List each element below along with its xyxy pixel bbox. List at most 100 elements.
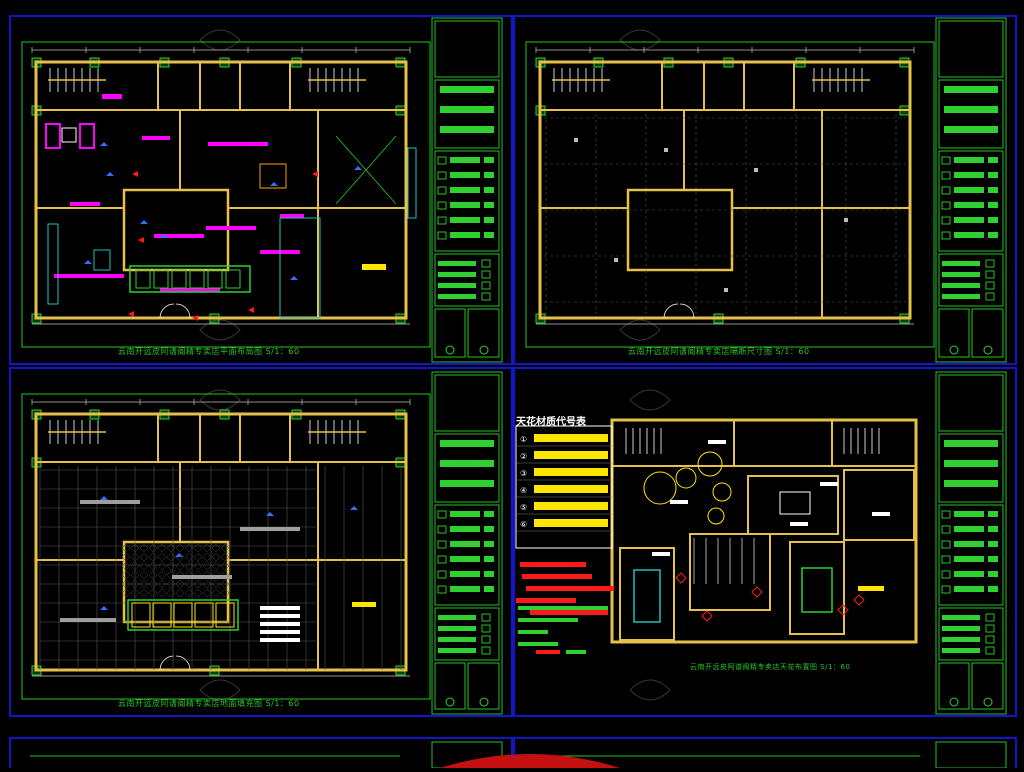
sheet-3-door-swing — [159, 655, 175, 671]
sheet-4-display-box — [633, 569, 661, 623]
sheet-1-info-bar — [440, 106, 494, 113]
sheet-3-central-room — [122, 540, 230, 624]
sheet-1-rev-cell — [437, 186, 447, 195]
sheet-4-rev-bar — [988, 541, 998, 547]
sheet-3-pattern-tile — [166, 579, 176, 589]
sheet-1-rev-bar — [450, 217, 480, 223]
sheet-4-legend-code-bar-green — [566, 650, 586, 654]
sheet-2-rev-bar — [988, 157, 998, 163]
sheet-1-spot-marker — [84, 260, 92, 264]
sheet-1-door-swing — [159, 303, 175, 319]
sheet-1-counter-cell — [207, 269, 223, 289]
sheet-3-pattern-tile — [139, 552, 149, 562]
sheet-4-ceiling-zone — [747, 475, 839, 535]
sheet-1-sign-cell — [481, 270, 491, 279]
sheet-4-legend-code-bar-red — [520, 562, 586, 567]
sheet-1-direction-arrow — [312, 171, 318, 177]
sheet-3-stamp-left — [434, 662, 466, 710]
sheet-1-rev-bar — [450, 157, 480, 163]
sheet-3-pattern-tile — [211, 588, 221, 598]
sheet-3-pattern-tile — [121, 552, 131, 562]
sheet-1-display-rack — [142, 136, 170, 140]
sheet-4-annotation — [820, 482, 838, 486]
sheet-4-rev-bar — [954, 571, 984, 577]
sheet-4-label-tag — [858, 586, 884, 591]
sheet-3-pattern-tile — [202, 588, 212, 598]
sheet-1-spot-marker — [290, 276, 298, 280]
sheet-3-revision-box — [434, 504, 500, 606]
sheet-4-logo-box — [938, 374, 1004, 432]
sheet-3-spot-marker — [266, 512, 274, 516]
sheet-3-pattern-tile — [148, 579, 158, 589]
sheet-3-counter-cell — [152, 602, 172, 628]
sheet-2-rev-bar — [988, 217, 998, 223]
sheet-1-stamp-right — [467, 308, 500, 358]
sheet-2-rev-bar — [954, 172, 984, 178]
sheet-3-pattern-tile — [175, 543, 185, 553]
sheet-1-direction-arrow — [192, 315, 198, 321]
sheet-4-rev-cell — [941, 525, 951, 534]
sheet-1-title-block — [431, 17, 503, 363]
sheet-1-rev-cell — [437, 171, 447, 180]
sheet-3-rev-cell — [437, 540, 447, 549]
sheet-3-pattern-tile — [148, 561, 158, 571]
bottom-sheet-2-title-block — [935, 741, 1007, 769]
sheet-3-pattern-tile — [220, 561, 230, 571]
sheet-1-direction-arrow — [248, 307, 254, 313]
sheet-3-pattern-tile — [166, 552, 176, 562]
sheet-2-rev-cell — [941, 186, 951, 195]
sheet-4-sign-cell — [985, 613, 995, 622]
sheet-1-floor-plan — [21, 41, 431, 348]
sheet-1-display-rack — [280, 214, 304, 218]
sheet-3-counter — [127, 599, 239, 631]
sheet-3-pattern-tile — [121, 579, 131, 589]
sheet-4-central-room — [689, 533, 771, 611]
sheet-3-pattern-tile — [202, 579, 212, 589]
sheet-3-sign-bar — [438, 648, 476, 653]
sheet-3-pattern-tile — [121, 570, 131, 580]
sheet-3-rev-bar — [450, 586, 480, 592]
sheet-3-legend-bar — [260, 638, 300, 642]
sheet-4-ceiling-light — [643, 471, 677, 505]
sheet-frame-4 — [513, 367, 1017, 717]
sheet-3-rev-bar — [484, 586, 494, 592]
legend-title: 天花材质代号表 — [516, 417, 586, 428]
sheet-1-display-rack — [208, 142, 268, 146]
sheet-1-wall-cabinet — [279, 217, 321, 319]
sheet-3-title-block-frame — [431, 371, 503, 715]
sheet-4-legend-row-id: ⑥ — [520, 520, 527, 529]
sheet-4-direction-marker — [837, 604, 849, 616]
sheet-4-display-box — [801, 567, 833, 613]
sheet-3-pattern-tile — [184, 579, 194, 589]
sheet-2-central-room — [626, 188, 734, 272]
sheet-3-pattern-tile — [220, 588, 230, 598]
sheet-1-coffee-table — [61, 127, 77, 143]
sheet-2-rev-cell — [941, 231, 951, 240]
sheet-2-door-swing — [679, 303, 695, 319]
sheet-3-pattern-tile — [130, 579, 140, 589]
sheet-1-rev-bar — [484, 202, 494, 208]
sheet-4-rev-bar — [988, 511, 998, 517]
sheet-4-legend-code-bar-red — [536, 650, 560, 654]
sheet-4-rev-bar — [988, 556, 998, 562]
sheet-3-info-bar — [440, 460, 494, 467]
sheet-1-logo-box — [434, 20, 500, 78]
bottom-partial-sheets — [30, 741, 1007, 769]
sheet-4-legend-code-bar-green — [518, 618, 578, 622]
sheet-frame-3 — [9, 367, 513, 717]
sheet-3-floor-plan — [21, 393, 431, 700]
watermark-logo — [629, 389, 671, 411]
sheet-2-rev-bar — [954, 202, 984, 208]
sheet-2-dim-mark — [724, 288, 728, 292]
sheet-1-rev-bar — [450, 232, 480, 238]
sheet-2-rev-bar — [954, 157, 984, 163]
sheet-2-floor-plan — [525, 41, 935, 348]
sheet-3-stamp-circle — [479, 697, 489, 707]
sheet-1-info-bar — [440, 126, 494, 133]
sheet-3-outer-wall — [34, 412, 408, 672]
sheet-2-info-bar — [944, 86, 998, 93]
sheet-frame-1 — [9, 15, 513, 365]
sheet-3-pattern-tile — [121, 588, 131, 598]
sheet-3-sign-bar — [438, 626, 476, 631]
sheet-1-sign-bar — [438, 261, 476, 266]
